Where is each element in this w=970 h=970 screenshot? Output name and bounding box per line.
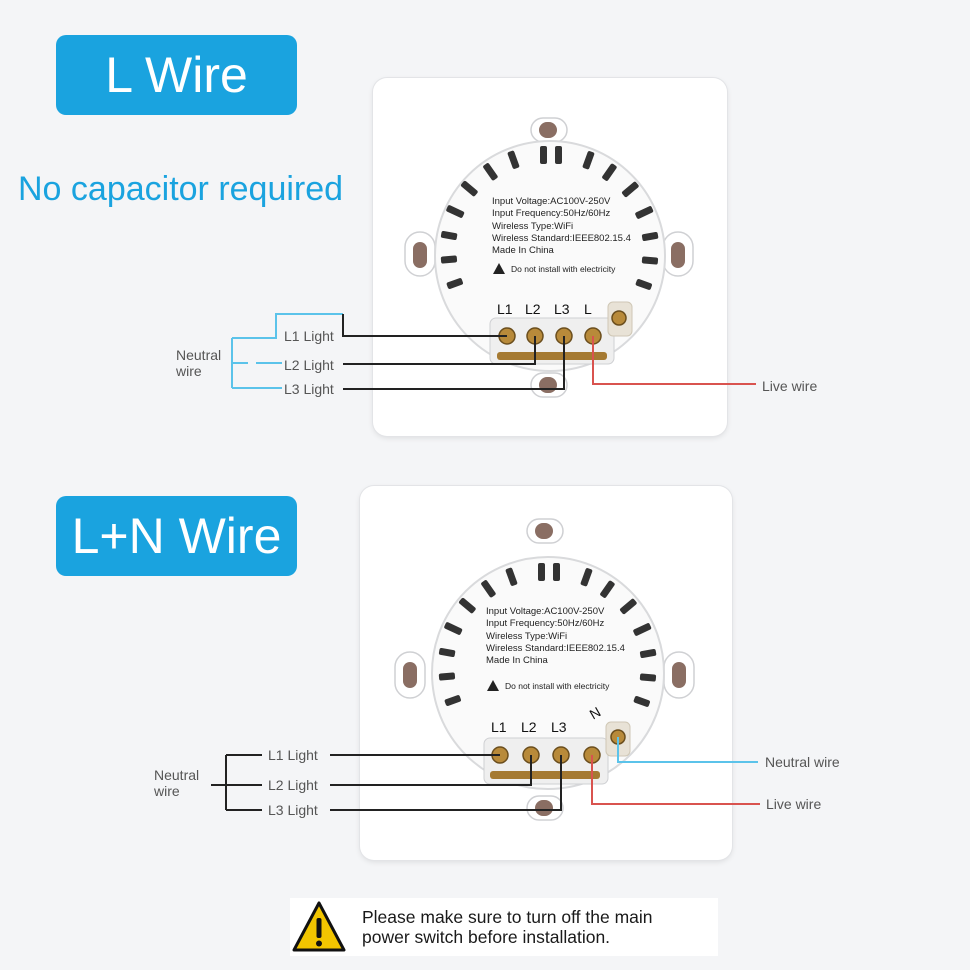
neutral-wire-label-bottom: Neutral wire bbox=[154, 767, 199, 799]
l3-light-label-bottom: L3 Light bbox=[268, 802, 318, 818]
spec-wireless-type-b: Wireless Type:WiFi bbox=[486, 630, 568, 642]
terminal-label-l3-top: L3 bbox=[554, 301, 570, 317]
spec-frequency-b: Input Frequency:50Hz/60Hz bbox=[486, 618, 605, 630]
bottom-wires bbox=[211, 737, 760, 811]
terminal-label-l1-bottom: L1 bbox=[491, 719, 507, 735]
neutral-line2-bottom: wire bbox=[154, 783, 180, 799]
warning-text-bottom: Do not install with electricity bbox=[505, 680, 610, 691]
spec-voltage-b: Input Voltage:AC100V-250V bbox=[486, 606, 605, 617]
l3-light-label-top: L3 Light bbox=[284, 381, 334, 397]
notice-text: Please make sure to turn off the main po… bbox=[362, 907, 653, 947]
spec-origin: Made In China bbox=[492, 245, 554, 257]
l1-light-label-top: L1 Light bbox=[284, 328, 334, 344]
terminal-label-l2-bottom: L2 bbox=[521, 719, 537, 735]
spec-label-top: Input Voltage:AC100V-250V Input Frequenc… bbox=[492, 196, 631, 257]
spec-frequency: Input Frequency:50Hz/60Hz bbox=[492, 208, 611, 220]
warning-line-top: Do not install with electricity bbox=[493, 263, 615, 274]
live-wire-label-top: Live wire bbox=[762, 378, 818, 394]
live-wire-label-bottom: Live wire bbox=[766, 796, 822, 812]
small-warning-icon bbox=[487, 680, 499, 691]
spec-voltage: Input Voltage:AC100V-250V bbox=[492, 196, 611, 207]
warning-text-top: Do not install with electricity bbox=[511, 263, 616, 274]
vent-slots-bottom bbox=[438, 563, 657, 707]
safety-notice: Please make sure to turn off the main po… bbox=[290, 898, 718, 956]
notice-line2: power switch before installation. bbox=[362, 927, 611, 947]
l1-light-label-bottom: L1 Light bbox=[268, 747, 318, 763]
l2-light-label-top: L2 Light bbox=[284, 357, 334, 373]
terminal-label-l2-top: L2 bbox=[525, 301, 541, 317]
l-wire-badge: L Wire bbox=[56, 35, 297, 115]
top-wires bbox=[231, 313, 756, 390]
spec-wireless-standard: Wireless Standard:IEEE802.15.4 bbox=[492, 232, 631, 244]
warning-line-bottom: Do not install with electricity bbox=[487, 680, 609, 691]
spec-origin-b: Made In China bbox=[486, 655, 548, 667]
neutral-line1-bottom: Neutral bbox=[154, 767, 200, 783]
neutral-wire-label-top: Neutral wire bbox=[176, 347, 221, 379]
small-warning-icon bbox=[493, 263, 505, 274]
warning-triangle-icon bbox=[292, 901, 346, 952]
vent-slots-top bbox=[440, 146, 659, 290]
neutral-line2-top: wire bbox=[176, 363, 202, 379]
l2-light-label-bottom: L2 Light bbox=[268, 777, 318, 793]
spec-wireless-type: Wireless Type:WiFi bbox=[492, 220, 574, 232]
bottom-module bbox=[394, 518, 695, 821]
spec-wireless-standard-b: Wireless Standard:IEEE802.15.4 bbox=[486, 642, 625, 654]
terminal-label-l1-top: L1 bbox=[497, 301, 513, 317]
ln-wire-badge: L+N Wire bbox=[56, 496, 297, 576]
terminal-label-l3-bottom: L3 bbox=[551, 719, 567, 735]
top-module bbox=[404, 117, 694, 398]
spec-label-bottom: Input Voltage:AC100V-250V Input Frequenc… bbox=[486, 606, 625, 667]
terminal-label-l-top: L bbox=[584, 301, 592, 317]
subtitle-no-capacitor: No capacitor required bbox=[18, 170, 344, 208]
neutral-wire-label-right: Neutral wire bbox=[765, 754, 840, 770]
notice-line1: Please make sure to turn off the main bbox=[362, 907, 653, 927]
neutral-line1-top: Neutral bbox=[176, 347, 222, 363]
